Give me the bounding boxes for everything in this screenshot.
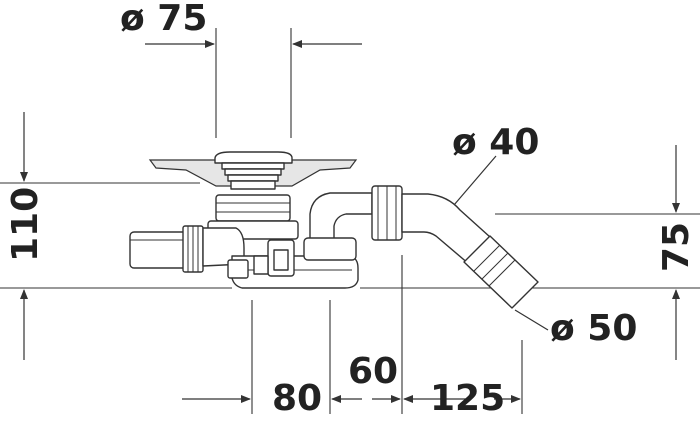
leader-diameter-40: ø 40 [447,122,539,213]
overflow-pipe [129,231,189,269]
label-width-125: 125 [430,378,505,419]
label-width-60: 60 [348,351,398,392]
dimension-height-110: 110 [0,112,232,360]
drain-cap [214,151,293,164]
drain-assembly [129,151,539,309]
label-height-110: 110 [5,187,46,262]
leader-diameter-50: ø 50 [514,308,637,349]
outlet-pipe [463,235,539,309]
label-dia-75: ø 75 [120,0,207,39]
dimension-diameter-75: ø 75 [120,0,362,138]
label-width-80: 80 [272,378,322,419]
drain-body [215,194,291,222]
siphon-body [231,255,359,289]
dimension-height-75: 75 [360,145,700,360]
label-height-75: 75 [656,222,697,272]
label-dia-40: ø 40 [452,122,539,163]
label-dia-50: ø 50 [550,308,637,349]
dimension-bottom: 80 60 125 [182,255,523,419]
